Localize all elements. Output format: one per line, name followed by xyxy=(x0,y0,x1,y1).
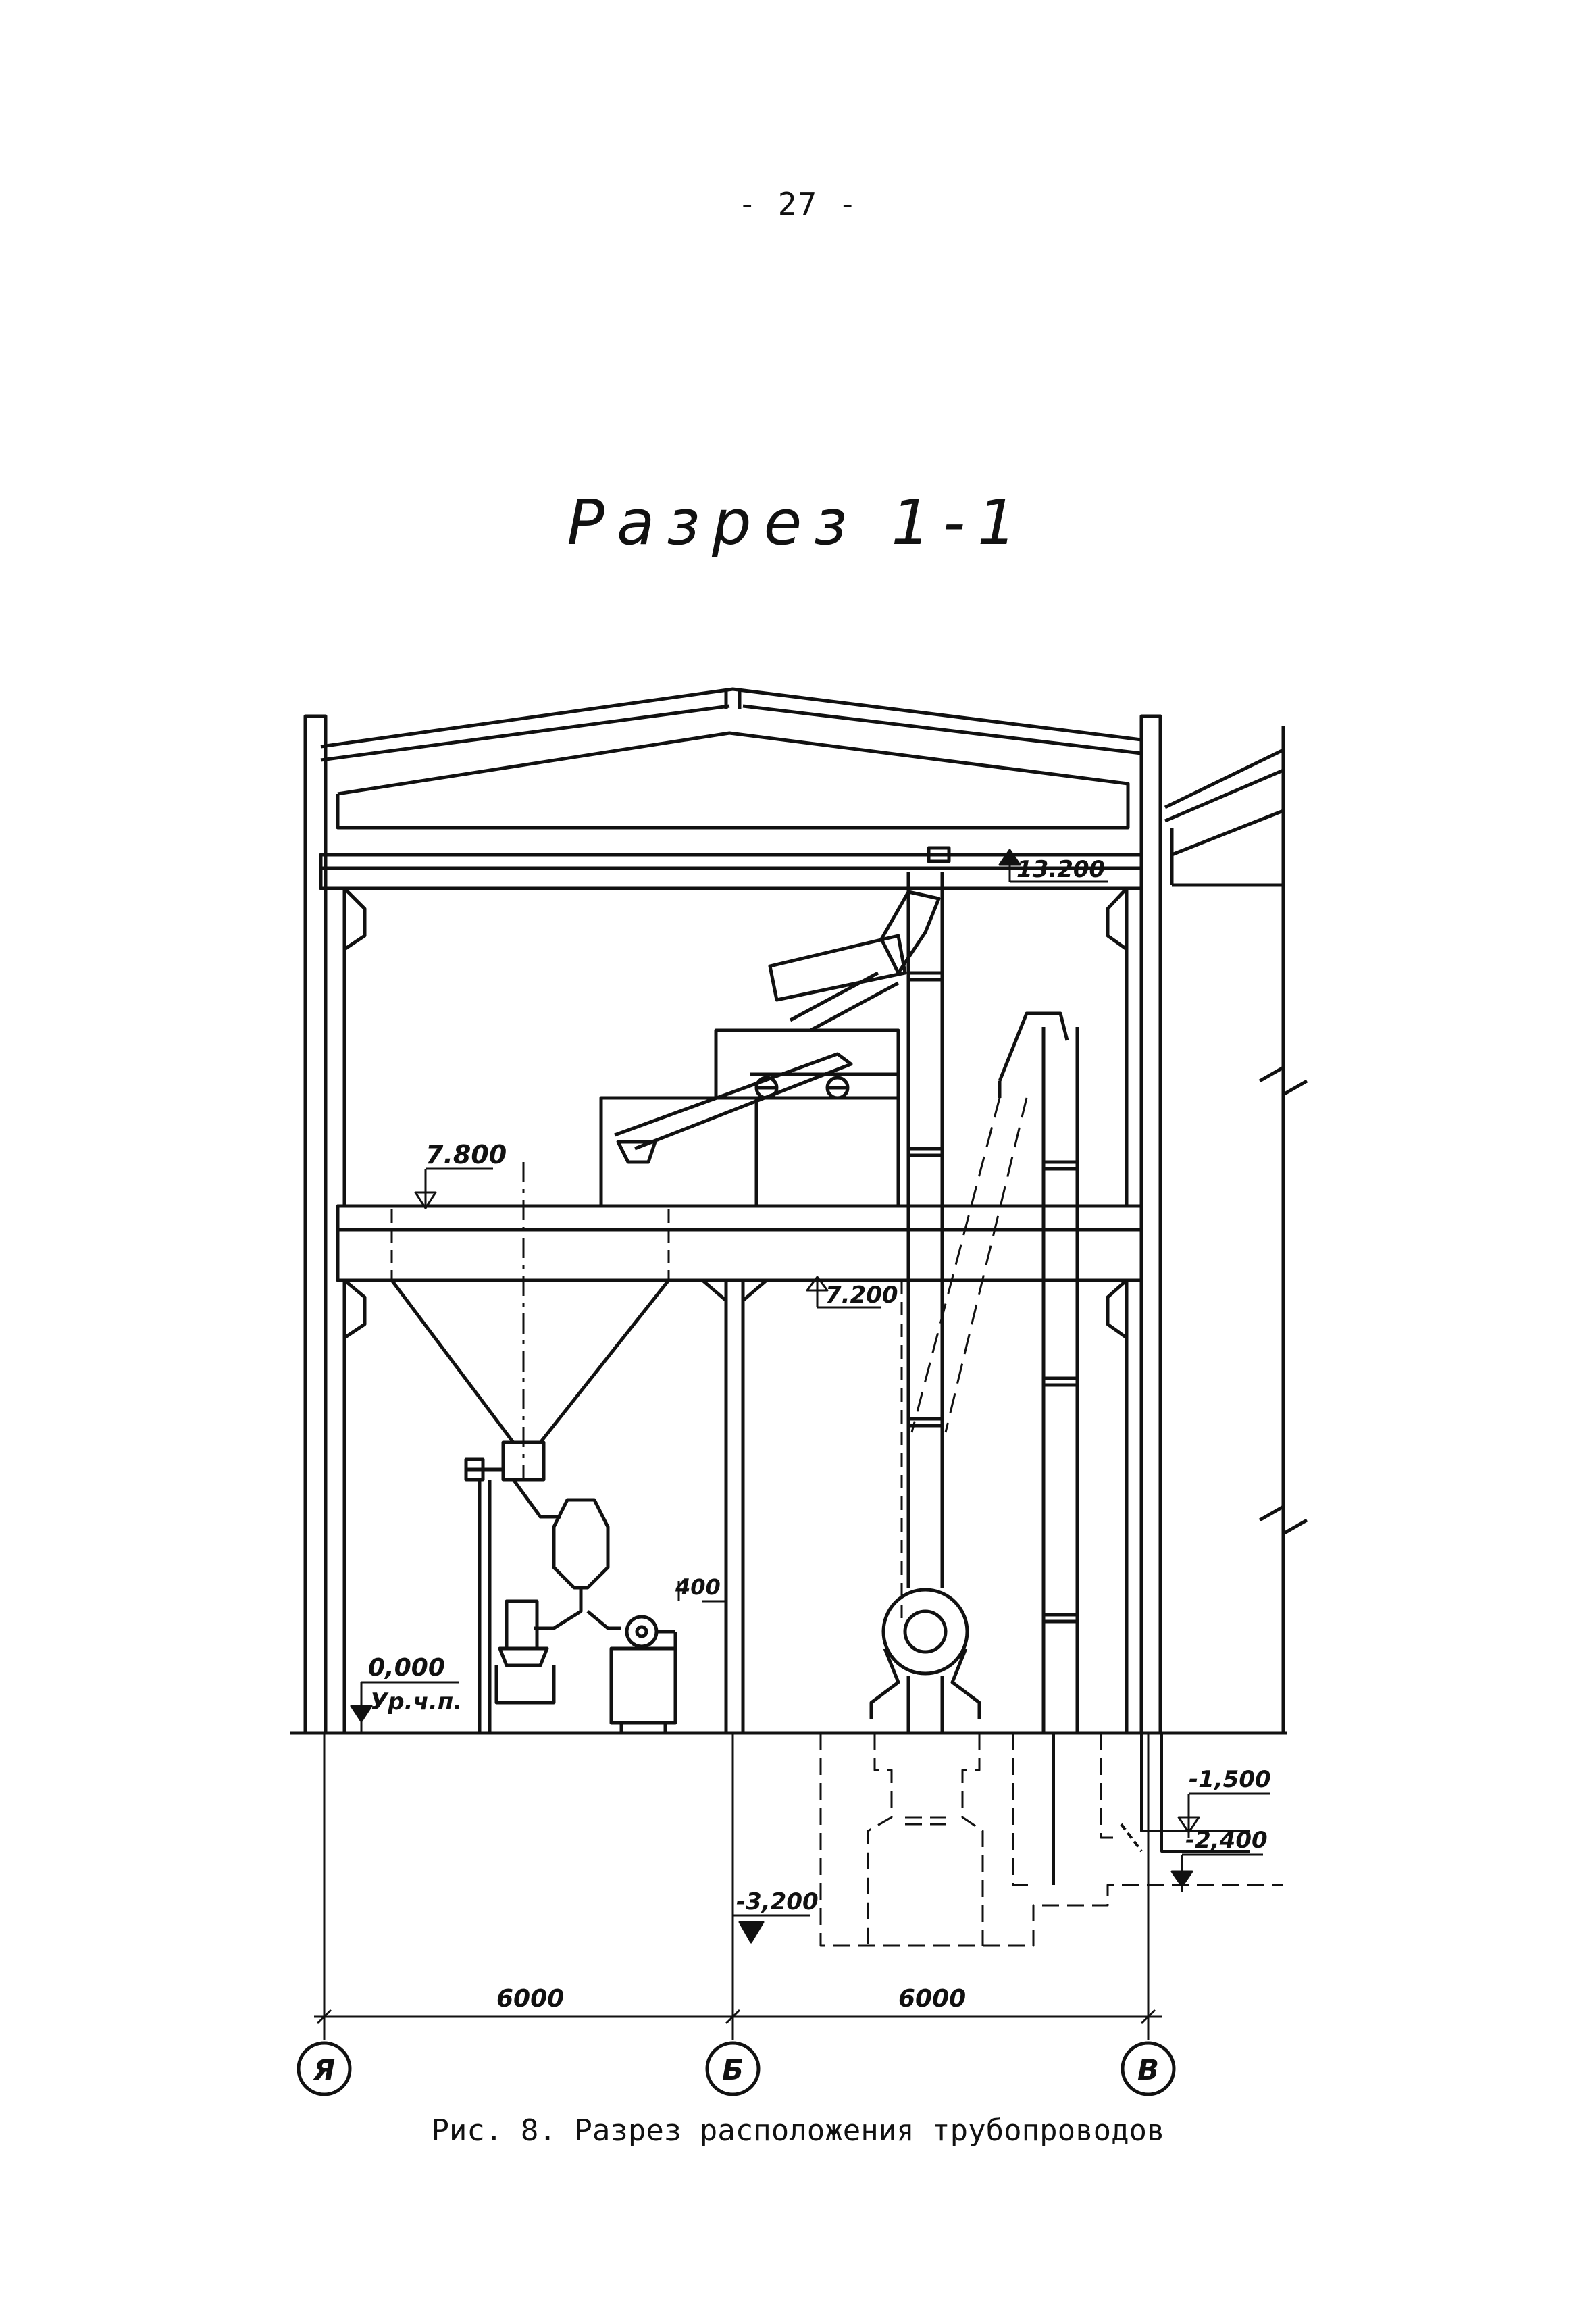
pit xyxy=(819,1733,1283,1947)
level-label-pit-2: -2,400 xyxy=(1185,1827,1268,1854)
screening-machine xyxy=(599,934,907,1208)
bucket-elevator-1 xyxy=(869,872,981,1733)
level-label-floor-top: 7.800 xyxy=(426,1140,507,1169)
roof-truss xyxy=(320,687,1142,830)
feeder-equipment xyxy=(464,1457,677,1733)
section-title: Разрез 1-1 xyxy=(567,486,1029,559)
level-label-roof: 13.200 xyxy=(1016,856,1105,883)
level-label-floor-bottom: 7.200 xyxy=(825,1282,898,1309)
hopper xyxy=(390,1162,670,1482)
bucket-elevator-2 xyxy=(910,1011,1079,1733)
dimension-span-left: 6000 xyxy=(496,1985,564,2013)
adjacent-building xyxy=(1164,726,1308,1733)
pit-walls xyxy=(1052,1733,1250,1885)
level-label-ground-note: Ур.ч.п. xyxy=(370,1688,462,1715)
figure-caption: Рис. 8. Разрез расположения трубопроводо… xyxy=(431,2113,1165,2148)
axis-label-1: Я xyxy=(313,2053,335,2086)
level-marks xyxy=(350,849,1270,1944)
axis-marker-1 xyxy=(297,2041,352,2096)
dimension-chain xyxy=(314,1581,1162,2040)
column-middle xyxy=(701,1279,768,1733)
axis-label-3: В xyxy=(1137,2053,1159,2086)
level-label-pit-3: -3,200 xyxy=(736,1888,819,1915)
axis-marker-3 xyxy=(1121,2041,1176,2096)
dimension-span-right: 6000 xyxy=(898,1985,966,2013)
dimension-offset: 400 xyxy=(675,1574,721,1600)
intermediate-floor xyxy=(336,1204,1143,1282)
level-label-ground: 0,000 xyxy=(368,1654,445,1682)
page-number: - 27 - xyxy=(738,186,858,222)
axis-marker-2 xyxy=(705,2041,761,2096)
axis-label-2: Б xyxy=(722,2053,744,2086)
level-label-pit-1: -1,500 xyxy=(1189,1766,1271,1793)
